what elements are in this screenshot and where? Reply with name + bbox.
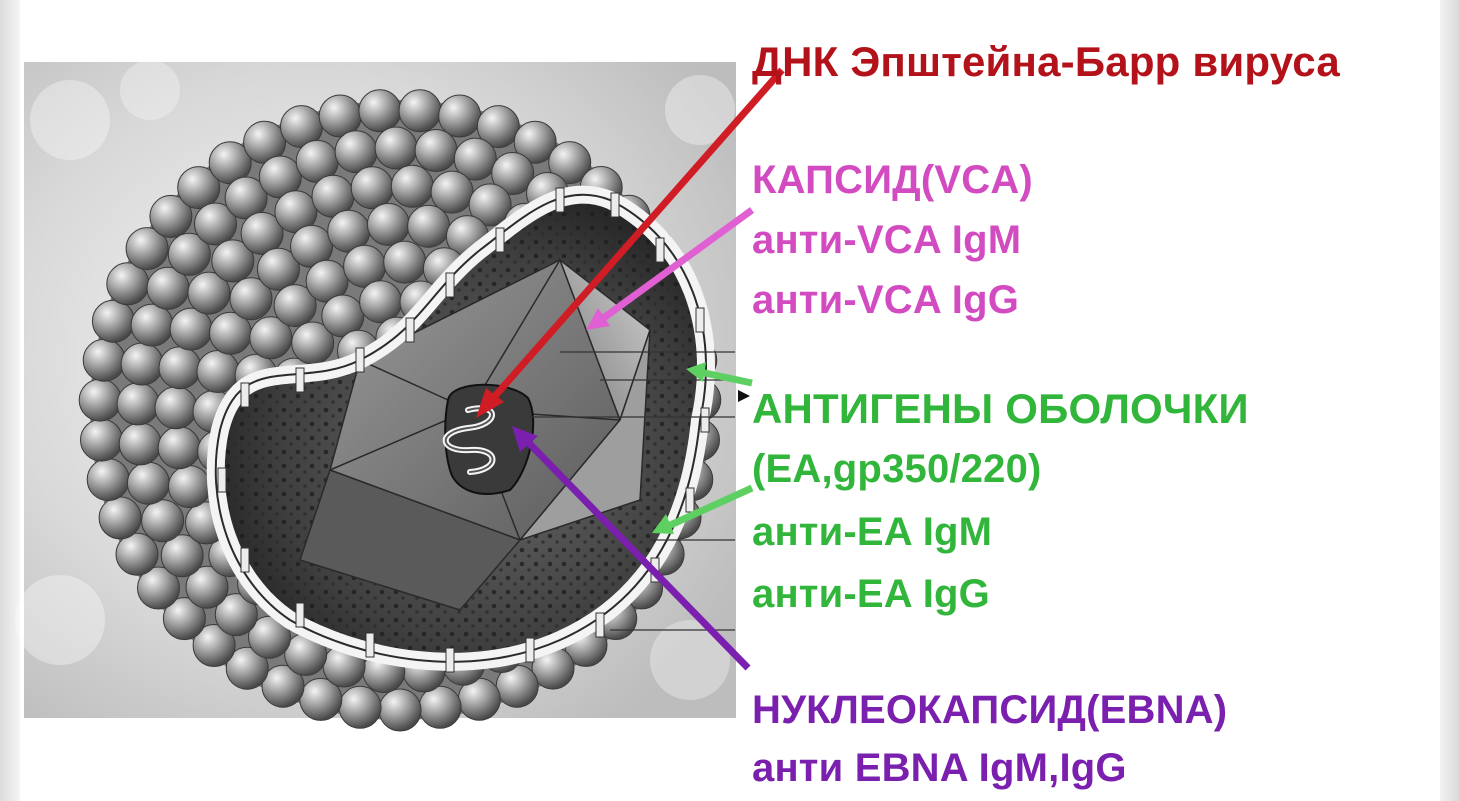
envelope-spike (686, 488, 694, 512)
dna-label: ДНК Эпштейна-Барр вируса (752, 40, 1340, 84)
surface-sphere (439, 95, 481, 137)
surface-sphere (351, 167, 393, 209)
surface-sphere (159, 347, 201, 389)
envelope-spike (296, 368, 304, 392)
nucleocapsid-label-title: НУКЛЕОКАПСИД(EBNA) (752, 688, 1227, 732)
envelope-spike (556, 188, 564, 212)
surface-sphere (391, 165, 433, 207)
surface-sphere (121, 343, 163, 385)
surface-sphere (142, 500, 184, 542)
surface-sphere (359, 90, 401, 132)
surface-sphere (399, 90, 441, 132)
surface-sphere (415, 130, 457, 172)
surface-sphere (155, 387, 197, 429)
capsid-label-title: КАПСИД(VCA) (752, 158, 1033, 202)
surface-sphere (375, 127, 417, 169)
surface-sphere (360, 281, 402, 323)
envelope-spike (611, 193, 619, 217)
envelope-spike (356, 348, 364, 372)
surface-sphere (367, 203, 409, 245)
surface-sphere (419, 686, 461, 728)
envelope-label-title: АНТИГЕНЫ ОБОЛОЧКИ (752, 387, 1249, 431)
surface-sphere (81, 419, 123, 461)
surface-sphere (119, 423, 161, 465)
capsid-label-igm: анти-VCA IgM (752, 218, 1021, 262)
envelope-spike (366, 633, 374, 657)
surface-sphere (127, 462, 169, 504)
envelope-spike (526, 638, 534, 662)
surface-sphere (92, 300, 134, 342)
surface-sphere (169, 466, 211, 508)
envelope-spike (406, 318, 414, 342)
envelope-spike (596, 613, 604, 637)
surface-sphere (83, 339, 125, 381)
envelope-label-antigens: (EA,gp350/220) (752, 447, 1042, 491)
surface-sphere (170, 308, 212, 350)
surface-sphere (117, 383, 159, 425)
envelope-spike (446, 648, 454, 672)
envelope-label-igg: анти-EA IgG (752, 572, 990, 616)
envelope-spike (241, 383, 249, 407)
envelope-spike (296, 603, 304, 627)
envelope-spike (656, 238, 664, 262)
envelope-spike (701, 408, 709, 432)
nucleocapsid-label-antibodies: анти EBNA IgM,IgG (752, 746, 1127, 790)
envelope-spike (241, 548, 249, 572)
envelope-label-igm: анти-EA IgM (752, 510, 992, 554)
envelope-spike (218, 468, 226, 492)
surface-sphere (158, 427, 200, 469)
surface-sphere (116, 533, 158, 575)
surface-sphere (384, 241, 426, 283)
surface-sphere (339, 686, 381, 728)
surface-sphere (408, 205, 450, 247)
envelope-spike (446, 273, 454, 297)
surface-sphere (99, 497, 141, 539)
surface-sphere (379, 689, 421, 731)
black-pointer (738, 390, 750, 402)
capsid-label-igg: анти-VCA IgG (752, 278, 1019, 322)
envelope-spike (696, 308, 704, 332)
envelope-spike (496, 228, 504, 252)
surface-sphere (87, 459, 129, 501)
surface-sphere (79, 379, 121, 421)
surface-sphere (131, 304, 173, 346)
